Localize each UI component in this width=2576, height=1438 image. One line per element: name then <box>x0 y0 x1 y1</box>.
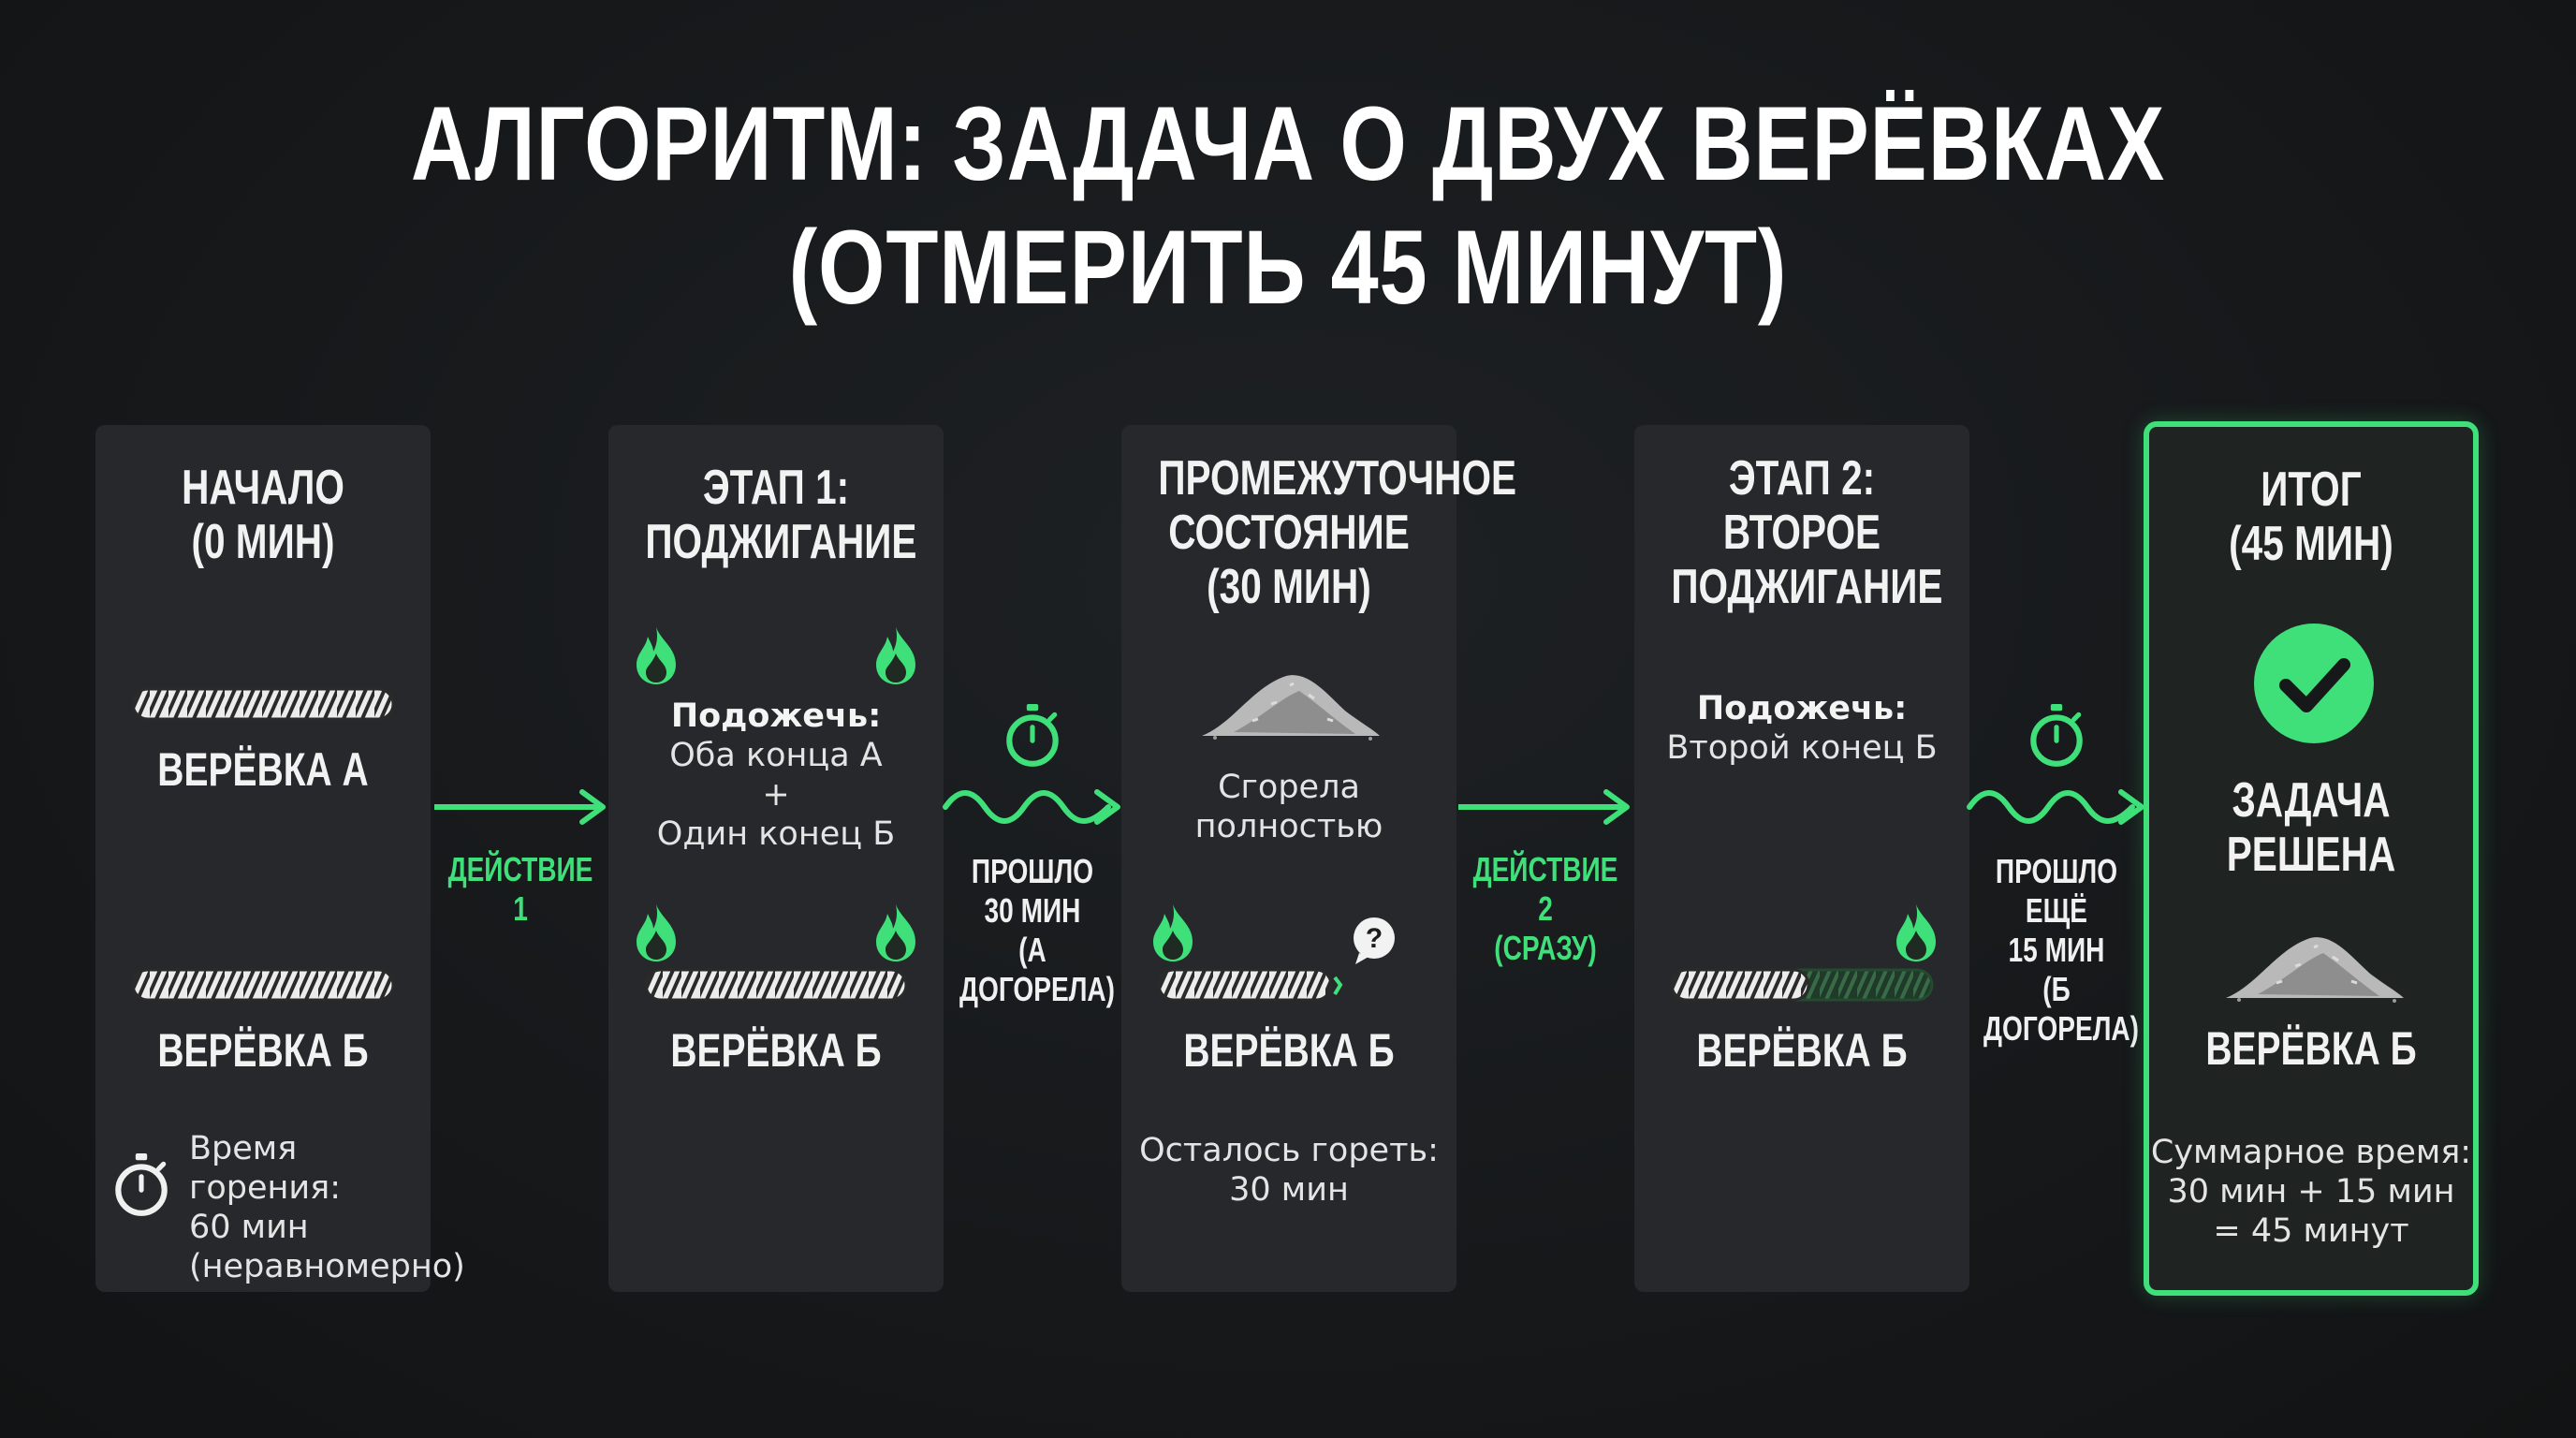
rope-icon <box>131 968 395 1002</box>
svg-text:?: ? <box>1366 923 1383 954</box>
solved-text: ЗАДАЧА РЕШЕНА <box>2226 773 2396 882</box>
card-stage-1: ЭТАП 1: ПОДЖИГАНИЕ Подожечь: Оба конца А… <box>608 425 944 1292</box>
rope-b-label: ВЕРЁВКА Б <box>2205 1022 2417 1075</box>
card-title: ЭТАП 1: ПОДЖИГАНИЕ <box>645 461 917 569</box>
question-icon: ? <box>1354 917 1395 964</box>
stopwatch-icon <box>2027 702 2086 770</box>
flame-icon <box>872 625 919 685</box>
card-title: НАЧАЛО (0 МИН) <box>182 461 344 569</box>
rope-icon <box>131 687 395 721</box>
rope-icon <box>1670 968 1934 1002</box>
total-time-text: Суммарное время: 30 мин + 15 мин = 45 ми… <box>2150 1134 2472 1250</box>
ash-pile-icon <box>2220 929 2408 1004</box>
card-start: НАЧАЛО (0 МИН) ВЕРЁВКА А ВЕРЁВКА Б Время… <box>95 425 465 1292</box>
rope-b-label: ВЕРЁВКА Б <box>670 1024 882 1077</box>
remaining-time-text: Осталось гореть: 30 мин <box>1139 1132 1439 1209</box>
check-circle-icon <box>2254 624 2374 743</box>
stopwatch-icon <box>112 1152 170 1219</box>
ignite-instructions: Подожечь: Второй конец Б <box>1634 689 1969 768</box>
card-result: ИТОГ (45 МИН) ЗАДАЧА РЕШЕНА ВЕРЁВКА Б Су… <box>2144 421 2479 1296</box>
flame-icon <box>872 902 919 962</box>
action-2-label: ДЕЙСТВИЕ 2 (СРАЗУ) <box>1472 850 1618 967</box>
ignite-head: Подожечь: <box>1696 690 1908 727</box>
rope-b-label: ВЕРЁВКА Б <box>157 1024 369 1077</box>
rope-b-label: ВЕРЁВКА Б <box>1696 1024 1908 1077</box>
ignite-body: Оба конца А + Один конец Б <box>656 737 896 853</box>
ignite-body: Второй конец Б <box>1666 729 1938 767</box>
rope-a-label: ВЕРЁВКА А <box>157 743 369 796</box>
elapsed-30-label: ПРОШЛО 30 МИН (А ДОГОРЕЛА) <box>959 852 1116 1008</box>
flame-icon <box>633 902 680 962</box>
rope-icon <box>1157 968 1343 1002</box>
card-stage-2: ЭТАП 2: ВТОРОЕ ПОДЖИГАНИЕ Подожечь: Втор… <box>1634 425 1969 1292</box>
ignite-head: Подожечь: <box>670 697 882 735</box>
arrow-right-icon <box>1458 789 1630 825</box>
action-1-label: ДЕЙСТВИЕ 1 <box>447 850 593 928</box>
card-intermediate: ПРОМЕЖУТОЧНОЕ СОСТОЯНИЕ (30 МИН) Сгорела… <box>1121 425 1517 1292</box>
wavy-arrow-icon <box>1967 789 2144 825</box>
card-title: ИТОГ (45 МИН) <box>2229 462 2393 571</box>
page-title: АЛГОРИТМ: ЗАДАЧА О ДВУХ ВЕРЁВКАХ (ОТМЕРИ… <box>410 85 2166 326</box>
rope-b-label: ВЕРЁВКА Б <box>1183 1024 1395 1077</box>
flame-icon <box>1149 902 1196 962</box>
stopwatch-icon <box>1003 702 1061 770</box>
burn-time-note: Время горения: 60 мин (неравномерно) <box>189 1130 465 1285</box>
arrow-right-icon <box>434 789 606 825</box>
elapsed-15-label: ПРОШЛО ЕЩЁ 15 МИН (Б ДОГОРЕЛА) <box>1983 852 2140 1048</box>
wavy-arrow-icon <box>943 789 1120 825</box>
ignite-instructions: Подожечь: Оба конца А + Один конец Б <box>608 697 944 854</box>
card-title: ПРОМЕЖУТОЧНОЕ СОСТОЯНИЕ (30 МИН) <box>1158 451 1517 614</box>
card-title: ЭТАП 2: ВТОРОЕ ПОДЖИГАНИЕ <box>1671 451 1943 614</box>
flame-icon <box>1893 902 1939 962</box>
rope-icon <box>644 968 908 1002</box>
rope-a-burned-text: Сгорела полностью <box>1194 769 1383 845</box>
ash-pile-icon <box>1196 667 1383 741</box>
flame-icon <box>633 625 680 685</box>
